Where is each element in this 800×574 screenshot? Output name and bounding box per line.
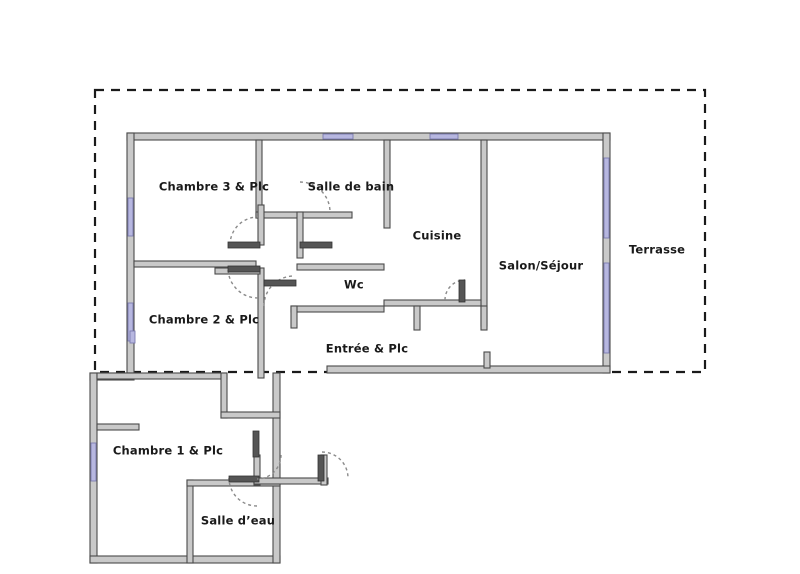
door-leaf-door-cuisine [458,279,466,303]
room-label-cuisine: Cuisine [413,229,462,243]
window-window-left-ch1 [90,442,97,482]
wall-int-h-wc-top [296,263,385,271]
door-leaf-door-sde [252,430,260,458]
door-leaf-door-wc [263,279,297,287]
wall-sde-h-cross [253,477,329,485]
room-label-terrasse: Terrasse [629,243,685,257]
doors-group [227,181,466,507]
door-leaf-door-chambre-3 [227,241,261,249]
wall-ch1-h-top [96,372,228,380]
window-window-left-upper [127,197,134,237]
wall-int-h-wc-bottom [290,305,385,313]
wall-ch1-h-plc [220,411,281,419]
wall-corridor-v-lower [257,267,265,379]
wall-int-v-sdb-right [383,139,391,229]
room-label-chambre-2: Chambre 2 & Plc [149,313,259,327]
window-baie-right-upper [603,157,610,239]
door-arc-door-chambre-2 [227,267,259,299]
wall-int-v-ent-stub-3 [483,351,491,369]
terrasse-boundary-group [93,88,707,374]
window-baie-right-lower [603,262,610,354]
door-arc-door-salle-bain [299,181,331,213]
wall-bottom-exterior-right [326,365,611,374]
wall-ch1-v-plc [220,372,228,419]
window-window-top-cuisine [429,133,459,140]
room-label-salle-de-bain: Salle de bain [308,180,395,194]
wall-int-v-wc-left [296,211,304,259]
room-label-chambre-1: Chambre 1 & Plc [113,444,223,458]
room-labels-group: Chambre 3 & Plc Salle de bainCuisineSalon… [113,180,685,528]
wall-top-exterior [126,132,611,141]
door-arc-door-sde [256,454,282,480]
window-window-top-sdb [322,133,354,140]
windows-group [90,133,610,482]
window-window-top-ch1jog [129,330,136,344]
room-label-entree: Entrée & Plc [326,342,408,356]
room-label-chambre-3: Chambre 3 & Plc [159,180,269,194]
room-label-salle-d-eau: Salle d’eau [201,514,275,528]
door-leaf-door-chambre-1 [228,475,260,483]
wall-int-h-cuisine-bot [383,299,482,307]
wall-int-v-ent-stub-2 [480,305,488,331]
room-label-wc: Wc [344,278,364,292]
door-arc-door-wc [263,275,295,307]
door-leaf-door-chambre-2 [227,265,261,273]
door-leaf-door-entree-sde [317,454,325,482]
terrasse-dashed-outline [93,88,707,374]
door-leaf-door-salle-bain [299,241,333,249]
wall-ch1-h-stub-left [96,423,140,431]
room-label-salon-sejour: Salon/Séjour [499,259,584,273]
wall-int-v-wc-stub [290,305,298,329]
wall-int-v-cuisine-right [480,139,488,327]
door-arc-door-entree-sde [321,451,349,479]
wall-sde-v-left [186,479,194,564]
wall-int-h-sdb-bottom [255,211,353,219]
wall-corridor-v-upper [257,204,265,246]
wall-int-v-ent-stub-1 [413,305,421,331]
wall-int-h-ch3-ch2 [133,260,257,268]
wall-bottom-exterior-low [89,555,281,564]
